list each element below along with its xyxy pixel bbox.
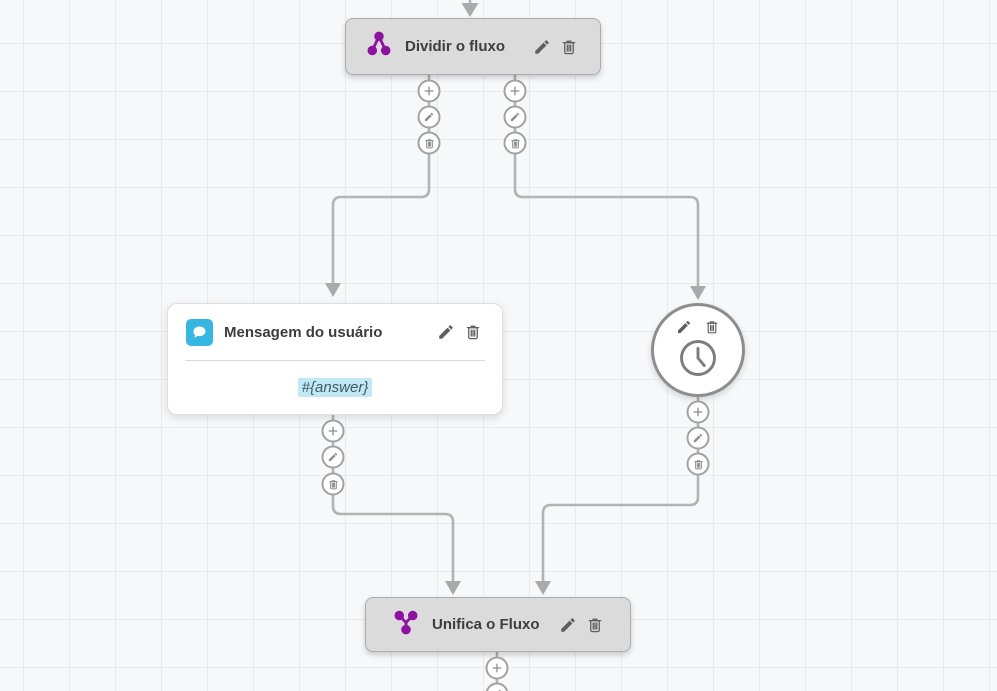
add-icon	[509, 85, 522, 98]
delete-icon	[327, 478, 339, 490]
edit-connector-button[interactable]	[485, 682, 509, 691]
edit-icon[interactable]	[676, 319, 692, 335]
delete-icon[interactable]	[704, 319, 720, 335]
add-step-button[interactable]	[503, 79, 527, 103]
edit-icon[interactable]	[533, 38, 551, 56]
arrowhead-into-unifica-left	[445, 581, 461, 595]
node-divider	[185, 360, 485, 361]
delete-connector-button[interactable]	[686, 452, 710, 476]
arrowhead-into-timer	[690, 286, 706, 300]
node-unifica-o-fluxo[interactable]: Unifica o Fluxo	[365, 597, 631, 652]
node-mensagem-do-usuario[interactable]: Mensagem do usuário #{answer}	[167, 303, 503, 415]
add-icon	[491, 662, 504, 675]
node-title: Unifica o Fluxo	[432, 616, 540, 633]
delete-icon[interactable]	[464, 323, 482, 341]
node-dividir-o-fluxo[interactable]: Dividir o fluxo	[345, 18, 601, 75]
delete-icon	[692, 458, 704, 470]
edit-icon	[693, 433, 704, 444]
edit-icon	[424, 112, 435, 123]
delete-icon[interactable]	[560, 38, 578, 56]
split-flow-icon	[366, 31, 392, 62]
arrowhead-into-mensagem	[325, 283, 341, 297]
add-icon	[423, 85, 436, 98]
delete-connector-button[interactable]	[321, 472, 345, 496]
connector-timer-to-unifica	[541, 397, 700, 581]
edit-icon	[328, 452, 339, 463]
edit-icon	[510, 112, 521, 123]
delete-connector-button[interactable]	[417, 131, 441, 155]
edit-connector-button[interactable]	[686, 426, 710, 450]
delete-connector-button[interactable]	[503, 131, 527, 155]
variable-chip: #{answer}	[297, 378, 373, 397]
node-title: Dividir o fluxo	[405, 38, 506, 55]
chat-bubble-icon	[186, 318, 213, 346]
connector-dividir-to-timer	[513, 75, 700, 286]
add-step-button[interactable]	[321, 419, 345, 443]
edit-connector-button[interactable]	[503, 105, 527, 129]
arrowhead-into-dividir	[461, 3, 479, 17]
edit-connector-button[interactable]	[321, 445, 345, 469]
clock-icon	[676, 336, 720, 380]
merge-flow-icon	[393, 609, 419, 640]
node-header: Mensagem do usuário	[168, 304, 502, 360]
node-timer[interactable]	[651, 303, 745, 397]
add-icon	[692, 406, 705, 419]
add-step-button[interactable]	[417, 79, 441, 103]
node-title: Mensagem do usuário	[224, 323, 383, 341]
arrowhead-into-unifica-right	[535, 581, 551, 595]
edit-icon[interactable]	[559, 616, 577, 634]
delete-icon[interactable]	[586, 616, 604, 634]
edit-connector-button[interactable]	[417, 105, 441, 129]
delete-icon	[423, 137, 435, 149]
edit-icon[interactable]	[437, 323, 455, 341]
connector-dividir-to-mensagem	[331, 75, 431, 283]
node-body: #{answer}	[168, 361, 502, 414]
add-step-button[interactable]	[686, 400, 710, 424]
add-icon	[327, 425, 340, 438]
delete-icon	[509, 137, 521, 149]
add-step-button[interactable]	[485, 656, 509, 680]
connector-mensagem-to-unifica	[331, 415, 455, 581]
